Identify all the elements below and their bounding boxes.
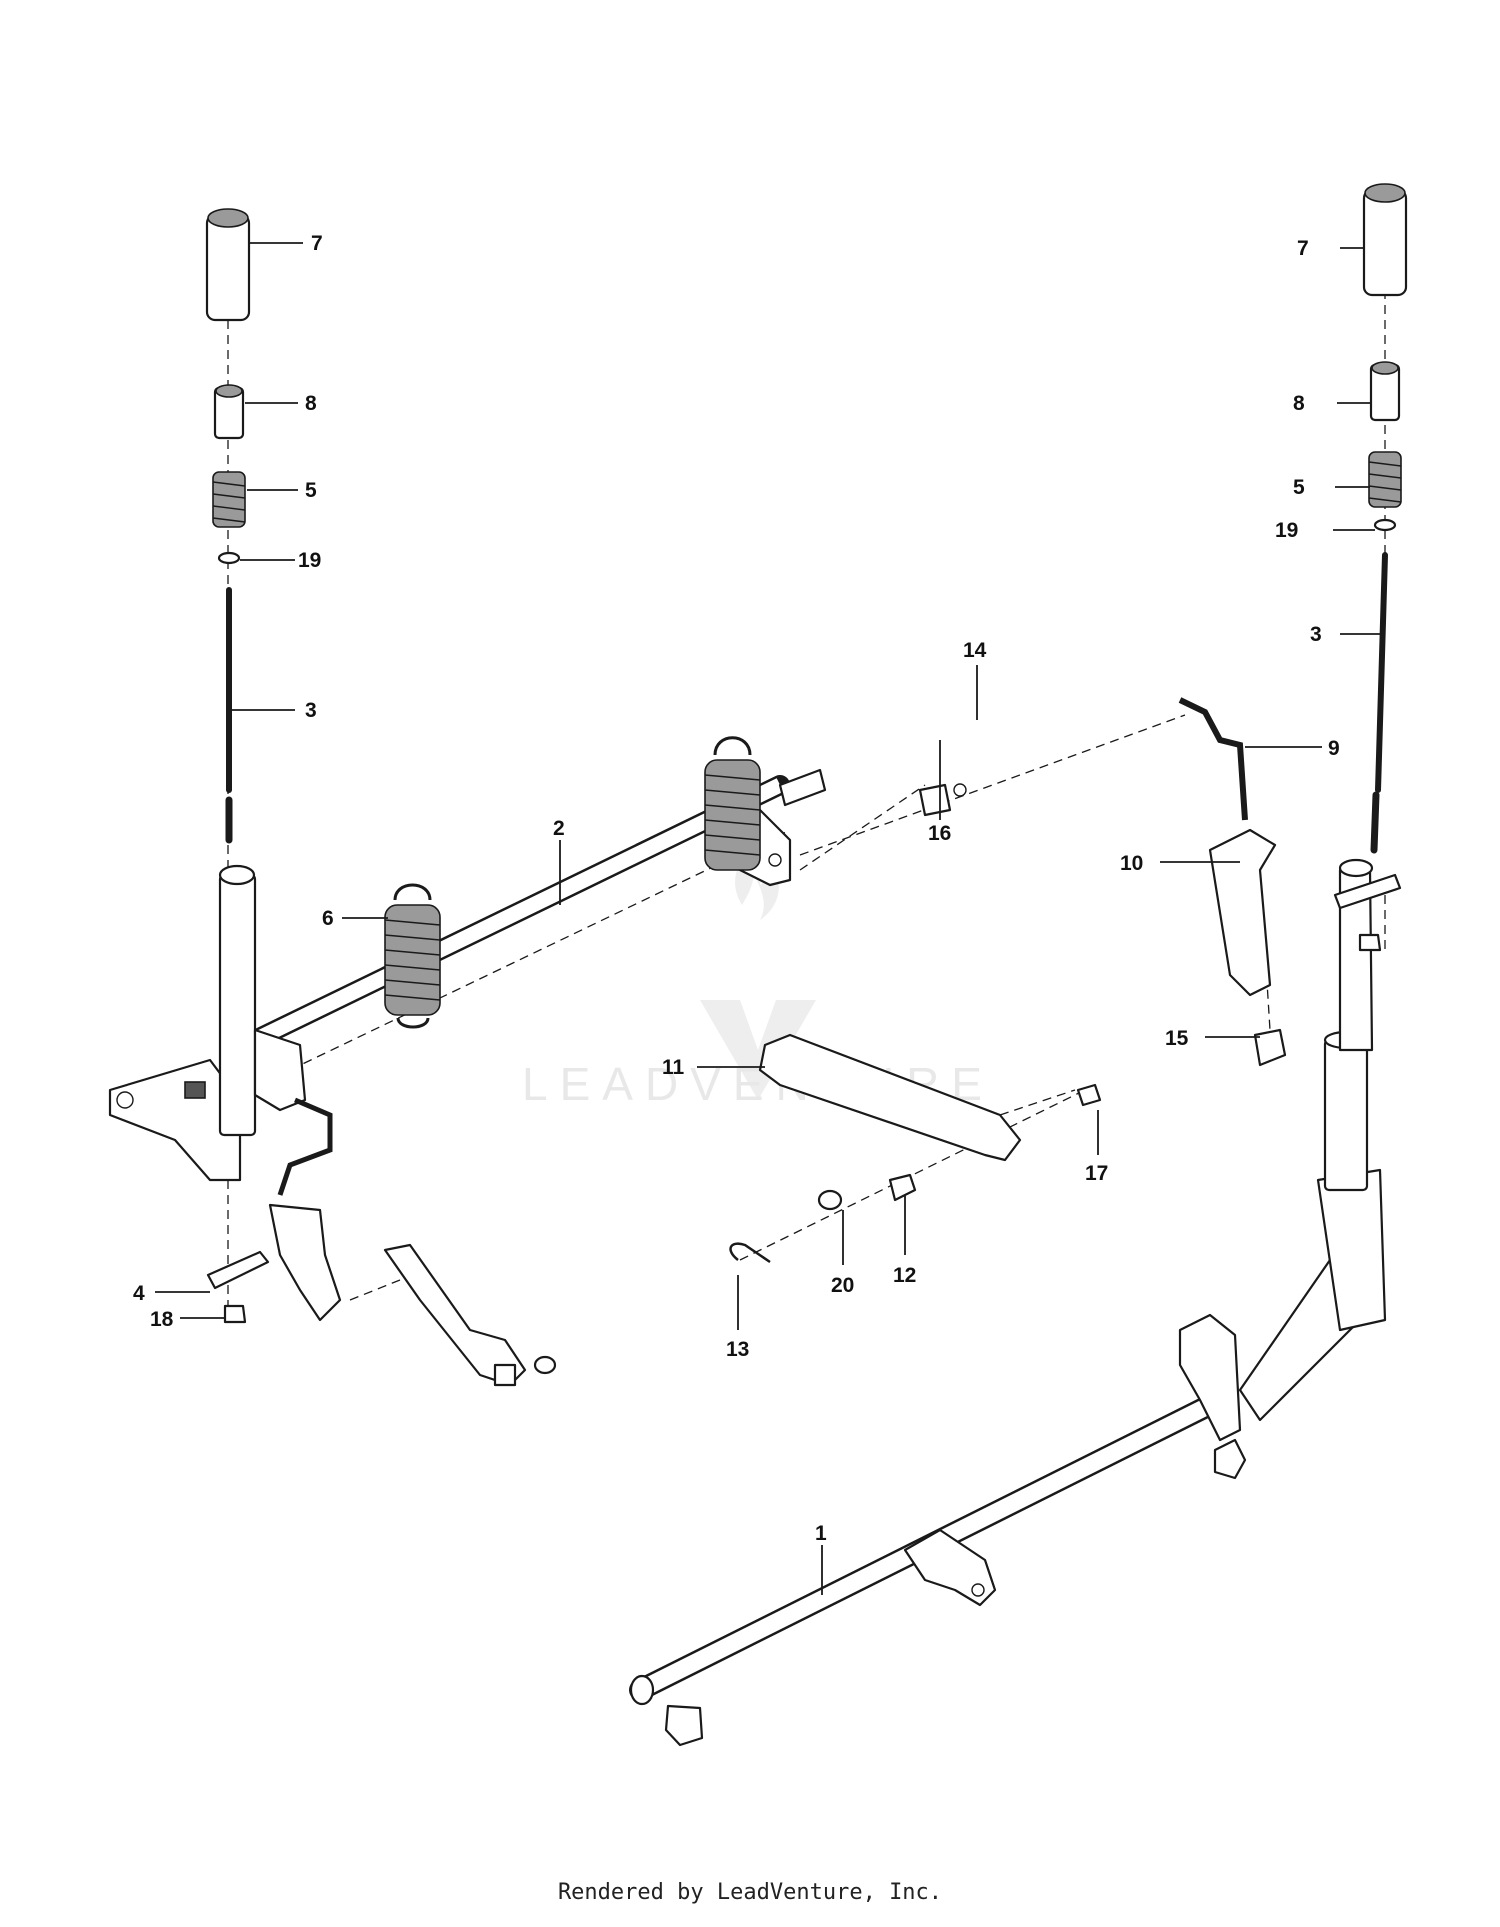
left-linkage (268, 1097, 557, 1387)
callout-11: 11 (662, 1056, 685, 1079)
callout-16: 16 (928, 822, 951, 845)
callout-13: 13 (726, 1338, 749, 1361)
callout-5-left: 5 (305, 479, 317, 502)
callout-8-left: 8 (305, 392, 317, 415)
callout-2: 2 (553, 817, 565, 840)
callout-labels: 7 8 5 19 3 6 2 4 18 14 16 9 10 15 11 17 … (133, 232, 1340, 1545)
callout-15: 15 (1165, 1027, 1189, 1050)
callout-19-left: 19 (298, 549, 321, 572)
center-link (758, 1033, 1022, 1162)
callout-9: 9 (1328, 737, 1340, 760)
rockshaft-lower (629, 858, 1387, 1747)
callout-14: 14 (963, 639, 987, 662)
callout-7-left: 7 (311, 232, 323, 255)
callout-17: 17 (1085, 1162, 1108, 1185)
callout-4: 4 (133, 1282, 145, 1305)
assembly-lines (227, 290, 1386, 1310)
callout-1: 1 (815, 1522, 827, 1545)
footer-credit: Rendered by LeadVenture, Inc. (557, 1880, 943, 1905)
spring-right (704, 736, 761, 871)
spring-left (384, 883, 441, 1029)
callout-19-right: 19 (1275, 519, 1298, 542)
small-hardware (729, 783, 1102, 1264)
callout-3-right: 3 (1310, 623, 1322, 646)
right-handle-stack (1333, 183, 1408, 952)
callout-12: 12 (893, 1264, 916, 1287)
leader-lines (155, 242, 1385, 1595)
callout-18: 18 (150, 1308, 174, 1331)
lift-shaft-upper (108, 768, 827, 1182)
left-handle-stack (205, 208, 270, 1324)
callout-6: 6 (322, 907, 334, 930)
callout-20: 20 (831, 1274, 854, 1297)
callout-8-right: 8 (1293, 392, 1305, 415)
callout-5-right: 5 (1293, 476, 1305, 499)
callout-3-left: 3 (305, 699, 317, 722)
callout-7-right: 7 (1297, 237, 1309, 260)
right-pivot-assembly (1178, 697, 1287, 1067)
callout-10: 10 (1120, 852, 1143, 875)
watermark: LEADVENTURE (522, 850, 982, 1110)
